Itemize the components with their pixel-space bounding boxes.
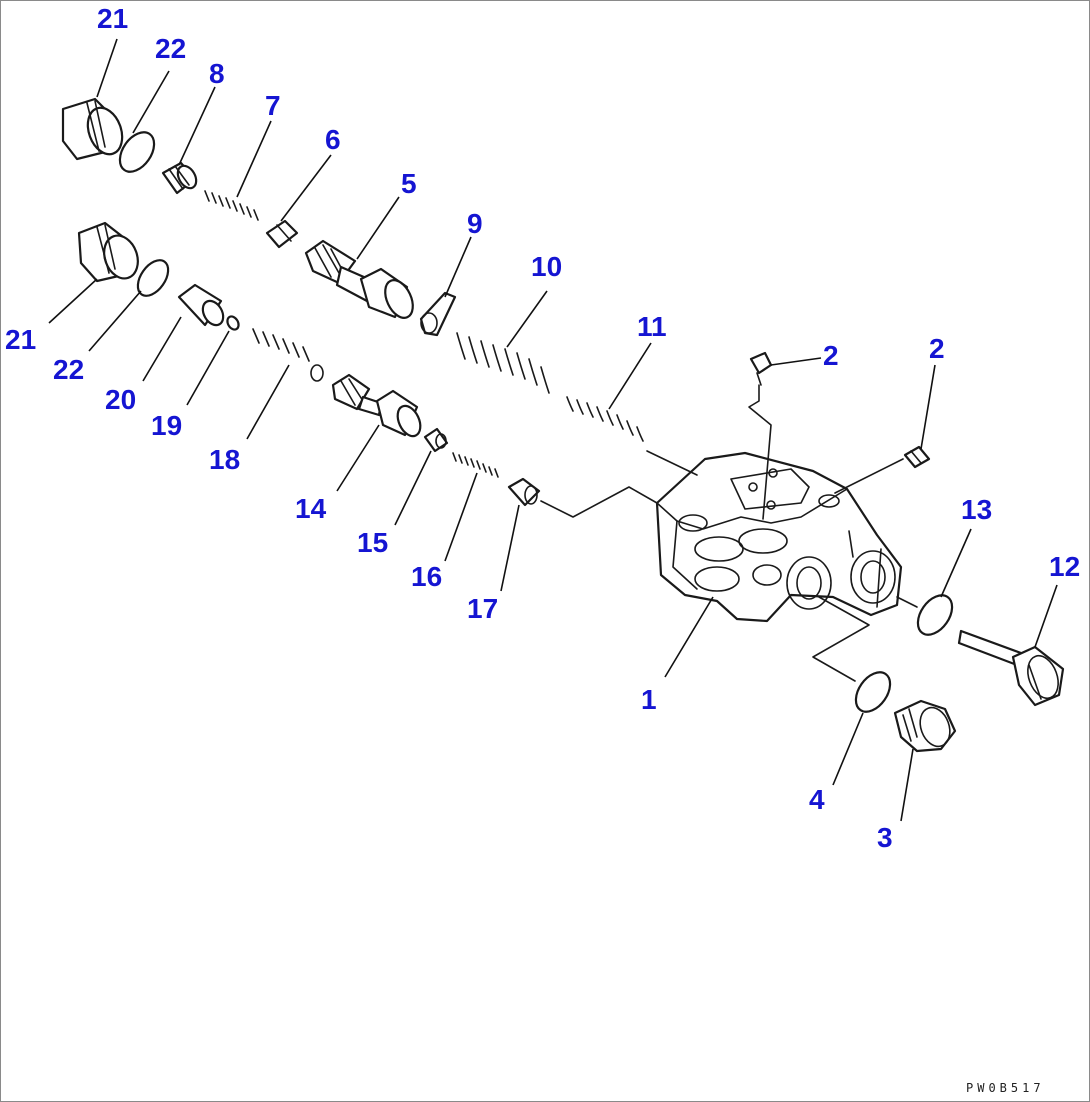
part-spool-5 <box>304 239 414 319</box>
callout-4: 4 <box>809 784 825 815</box>
part-plug-3 <box>893 699 957 753</box>
drawing-code-label: PW0B517 <box>966 1081 1045 1095</box>
callout-2-right: 2 <box>929 333 945 364</box>
part-ring-19 <box>226 315 240 331</box>
part-valve-body <box>655 451 903 623</box>
callout-19: 19 <box>151 410 182 441</box>
axis-line-11 <box>646 450 698 476</box>
axis-line-4 <box>812 596 870 682</box>
callout-22-lower: 22 <box>53 354 84 385</box>
callout-10: 10 <box>531 251 562 282</box>
axis-line-13 <box>896 596 918 608</box>
part-plug-lower <box>77 221 139 283</box>
part-plug-upper <box>61 97 124 161</box>
callout-22-upper: 22 <box>155 33 186 64</box>
callout-17: 17 <box>467 593 498 624</box>
part-sleeve-8 <box>161 161 198 195</box>
callout-13: 13 <box>961 494 992 525</box>
part-sleeve-20 <box>177 283 225 327</box>
part-spring-16 <box>452 452 499 478</box>
leader-lines <box>48 38 1058 822</box>
part-o-ring-4 <box>854 671 892 713</box>
part-plunger-17 <box>507 477 541 507</box>
callout-21-upper: 21 <box>97 3 128 34</box>
callout-9: 9 <box>467 208 483 239</box>
part-spring-11 <box>566 396 644 442</box>
callout-8: 8 <box>209 58 225 89</box>
part-spool-14 <box>331 373 422 438</box>
part-o-ring-13 <box>916 594 954 636</box>
part-o-ring-lower <box>136 259 170 297</box>
part-spring-7 <box>204 190 259 221</box>
callout-6: 6 <box>325 124 341 155</box>
callout-11: 11 <box>637 311 667 342</box>
axis-line-2-right <box>834 458 904 494</box>
callout-20: 20 <box>105 384 136 415</box>
callout-5: 5 <box>401 168 417 199</box>
part-plug-12 <box>957 629 1065 707</box>
callout-16: 16 <box>411 561 442 592</box>
callout-3: 3 <box>877 822 893 853</box>
part-piece-6 <box>265 219 299 249</box>
part-o-ring-upper <box>118 131 156 173</box>
callout-12: 12 <box>1049 551 1080 582</box>
part-sleeve-15 <box>423 427 449 453</box>
part-spring-10 <box>456 332 550 394</box>
callout-1: 1 <box>641 684 657 715</box>
callout-18: 18 <box>209 444 240 475</box>
part-seat-9 <box>419 291 457 337</box>
axis-line-2-top <box>748 384 772 520</box>
axis-line-17 <box>540 486 658 518</box>
part-spring-18 <box>252 328 324 382</box>
part-plug-2-top <box>749 351 773 386</box>
callout-21-lower: 21 <box>5 324 36 355</box>
callout-7: 7 <box>265 90 281 121</box>
callout-14: 14 <box>295 493 327 524</box>
part-plug-2-right <box>903 445 931 469</box>
callout-2-top: 2 <box>823 340 839 371</box>
callout-15: 15 <box>357 527 388 558</box>
